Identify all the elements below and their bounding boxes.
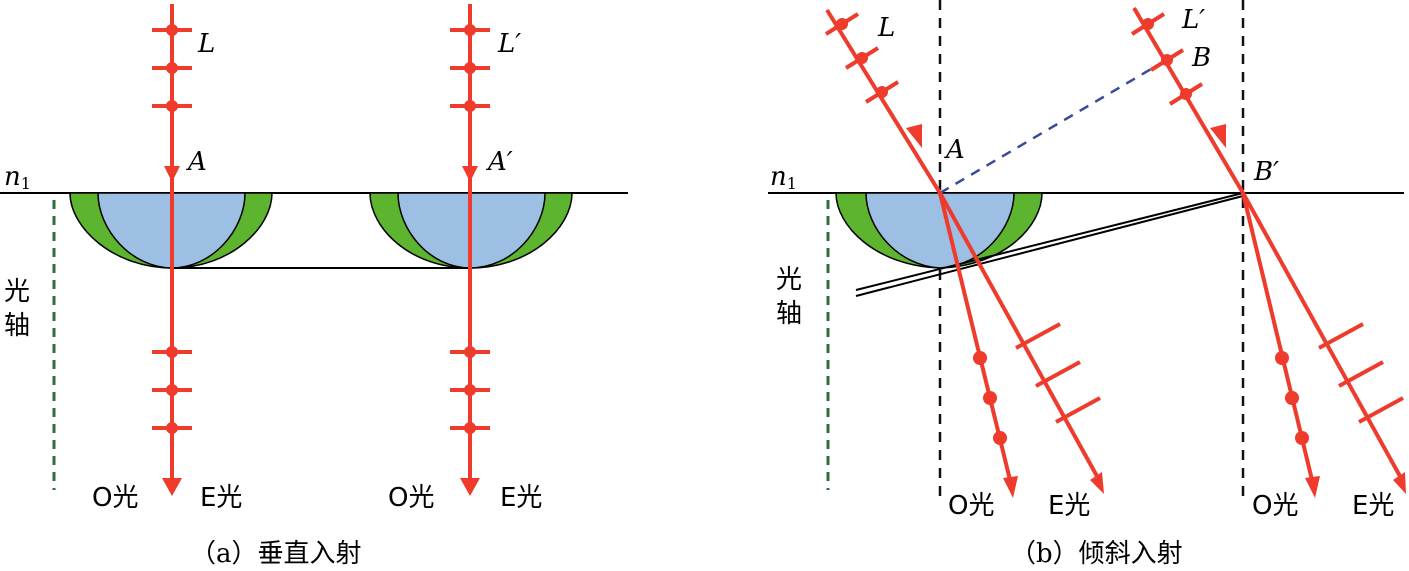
ray-label-l-a: L (197, 29, 215, 59)
e-ray-b-prime-b (1241, 192, 1406, 494)
ray-2-a (450, 4, 490, 496)
o-light-label-1-a: O光 (92, 483, 138, 513)
medium-label-b: n1 (770, 162, 797, 193)
o-light-label-1-b: O光 (948, 491, 994, 521)
point-label-a-prime: A′ (486, 147, 513, 177)
wavefront-o-b (855, 195, 1244, 297)
o-light-label-2-b: O光 (1252, 491, 1298, 521)
point-label-b: B (1191, 43, 1211, 73)
o-light-label-2-a: O光 (388, 483, 434, 513)
incident-wavefront-b (939, 60, 1164, 195)
optic-axis-label-1-b: 光 (776, 265, 802, 295)
wavefront-e-b (855, 192, 1244, 291)
o-ray-b-prime-b (1241, 192, 1320, 498)
point-label-a-b: A (944, 135, 965, 165)
ray-1-a (152, 4, 192, 496)
e-light-label-1-a: E光 (200, 483, 242, 513)
e-ray-a-b (938, 192, 1104, 494)
point-label-b-prime: B′ (1253, 157, 1279, 187)
medium-label-a: n1 (4, 162, 31, 193)
panel-a: L L′ A A′ n1 光 轴 O光 E光 O光 E光 （a）垂直入射 (0, 4, 628, 569)
ray-l-b (824, 8, 942, 195)
ray-label-l-prime-b: L′ (1181, 5, 1205, 35)
e-light-label-2-a: E光 (500, 483, 542, 513)
e-light-label-2-b: E光 (1352, 491, 1394, 521)
o-ray-a-b (938, 192, 1018, 498)
optic-axis-label-1-a: 光 (4, 277, 30, 307)
optic-axis-label-2-a: 轴 (4, 311, 30, 341)
point-label-a: A (186, 147, 207, 177)
crystal-b (835, 192, 1043, 269)
ray-l-prime-b (1130, 6, 1245, 195)
ray-label-l-b: L (877, 13, 895, 43)
panel-b: L L′ B A B′ n1 光 轴 O光 E光 O光 E光 （b）倾斜入射 (768, 0, 1406, 569)
caption-b: （b）倾斜入射 (1010, 539, 1183, 569)
caption-a: （a）垂直入射 (190, 539, 362, 569)
e-light-label-1-b: E光 (1048, 491, 1090, 521)
optic-axis-label-2-b: 轴 (776, 299, 802, 329)
ray-label-l-prime-a: L′ (497, 29, 521, 59)
